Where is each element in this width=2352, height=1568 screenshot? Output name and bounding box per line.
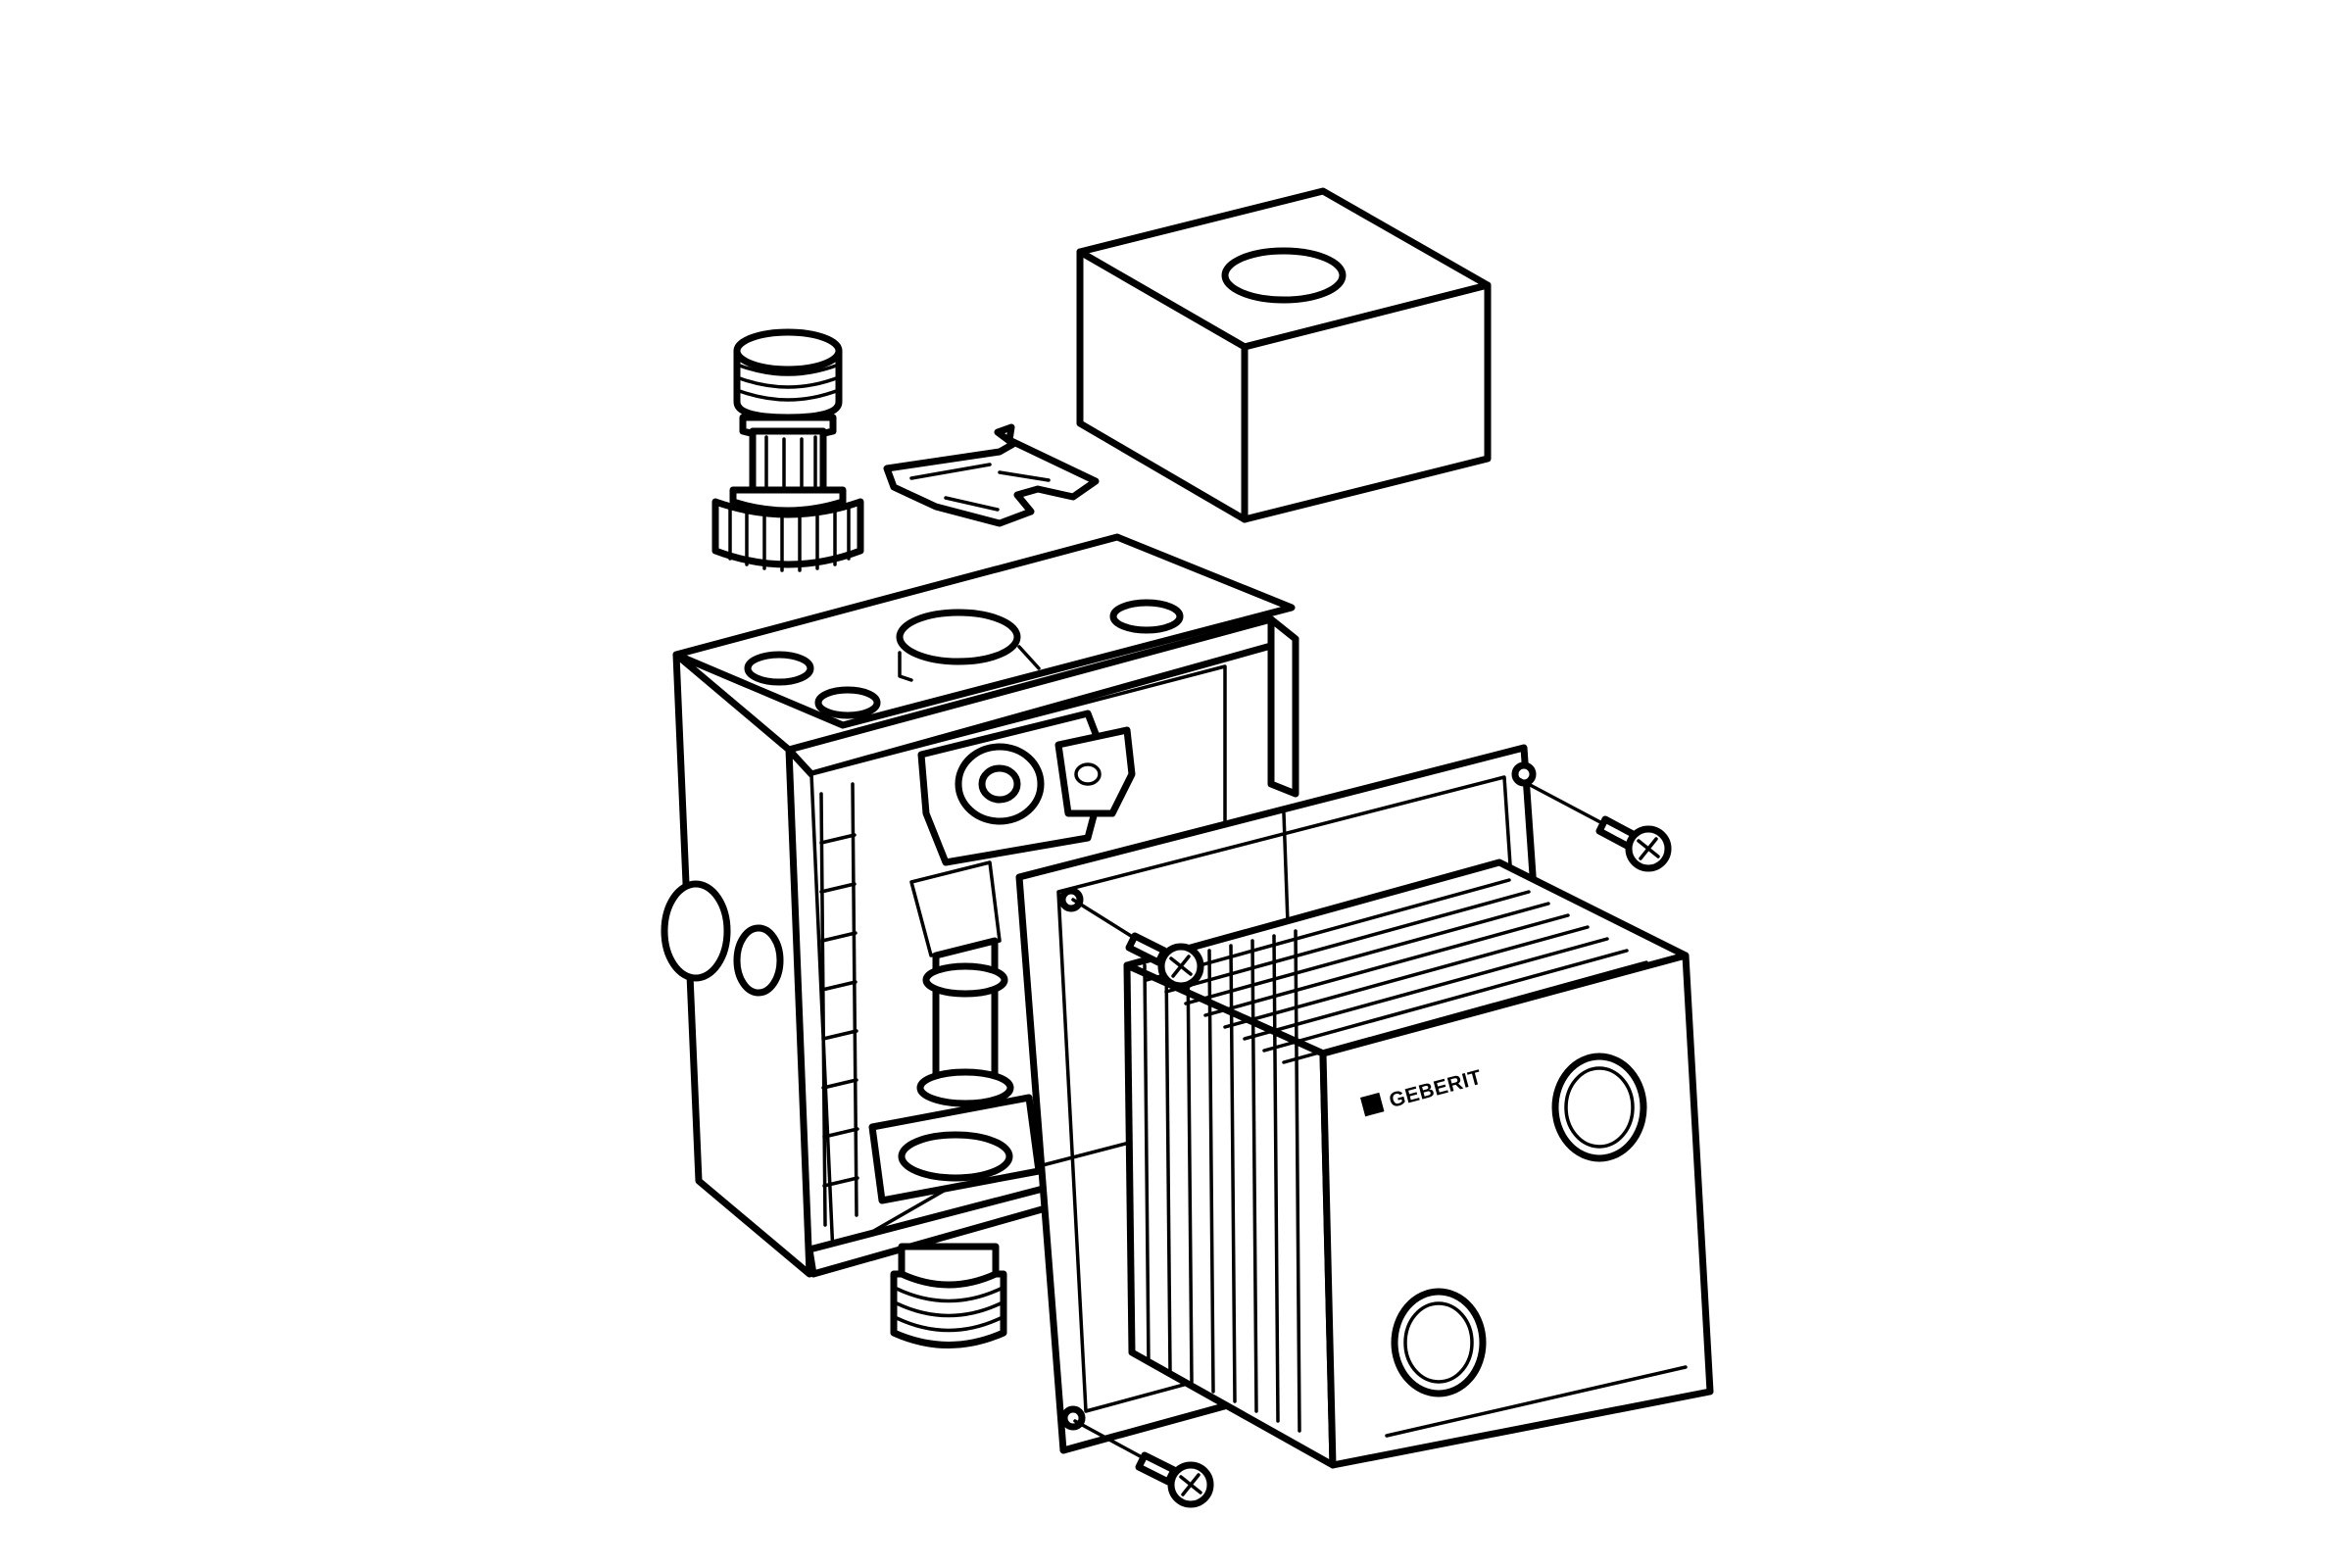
top-port-1	[744, 651, 814, 686]
internal-valve-assembly	[868, 710, 1136, 1204]
cap-opening	[1221, 247, 1347, 304]
bottom-outlet-connector	[890, 1243, 1007, 1348]
logo-square-icon	[1360, 1092, 1385, 1117]
pleated-bellows: GEBERIT	[1123, 858, 1714, 1469]
top-port-3	[1109, 599, 1184, 634]
inner-rib-ladder	[819, 782, 859, 1227]
top-port-2	[814, 686, 881, 719]
mounting-screw-bottom	[1073, 1419, 1214, 1508]
installation-box	[661, 533, 1299, 1348]
retaining-clip	[883, 423, 1100, 527]
mounting-screw-top-right	[1517, 777, 1672, 872]
top-port-main	[896, 609, 1021, 665]
mounting-screw-center	[1071, 898, 1204, 990]
protective-cap	[1076, 187, 1492, 523]
threaded-connector	[711, 328, 864, 572]
side-knockout-small	[733, 924, 784, 997]
side-knockout-large	[661, 880, 731, 982]
